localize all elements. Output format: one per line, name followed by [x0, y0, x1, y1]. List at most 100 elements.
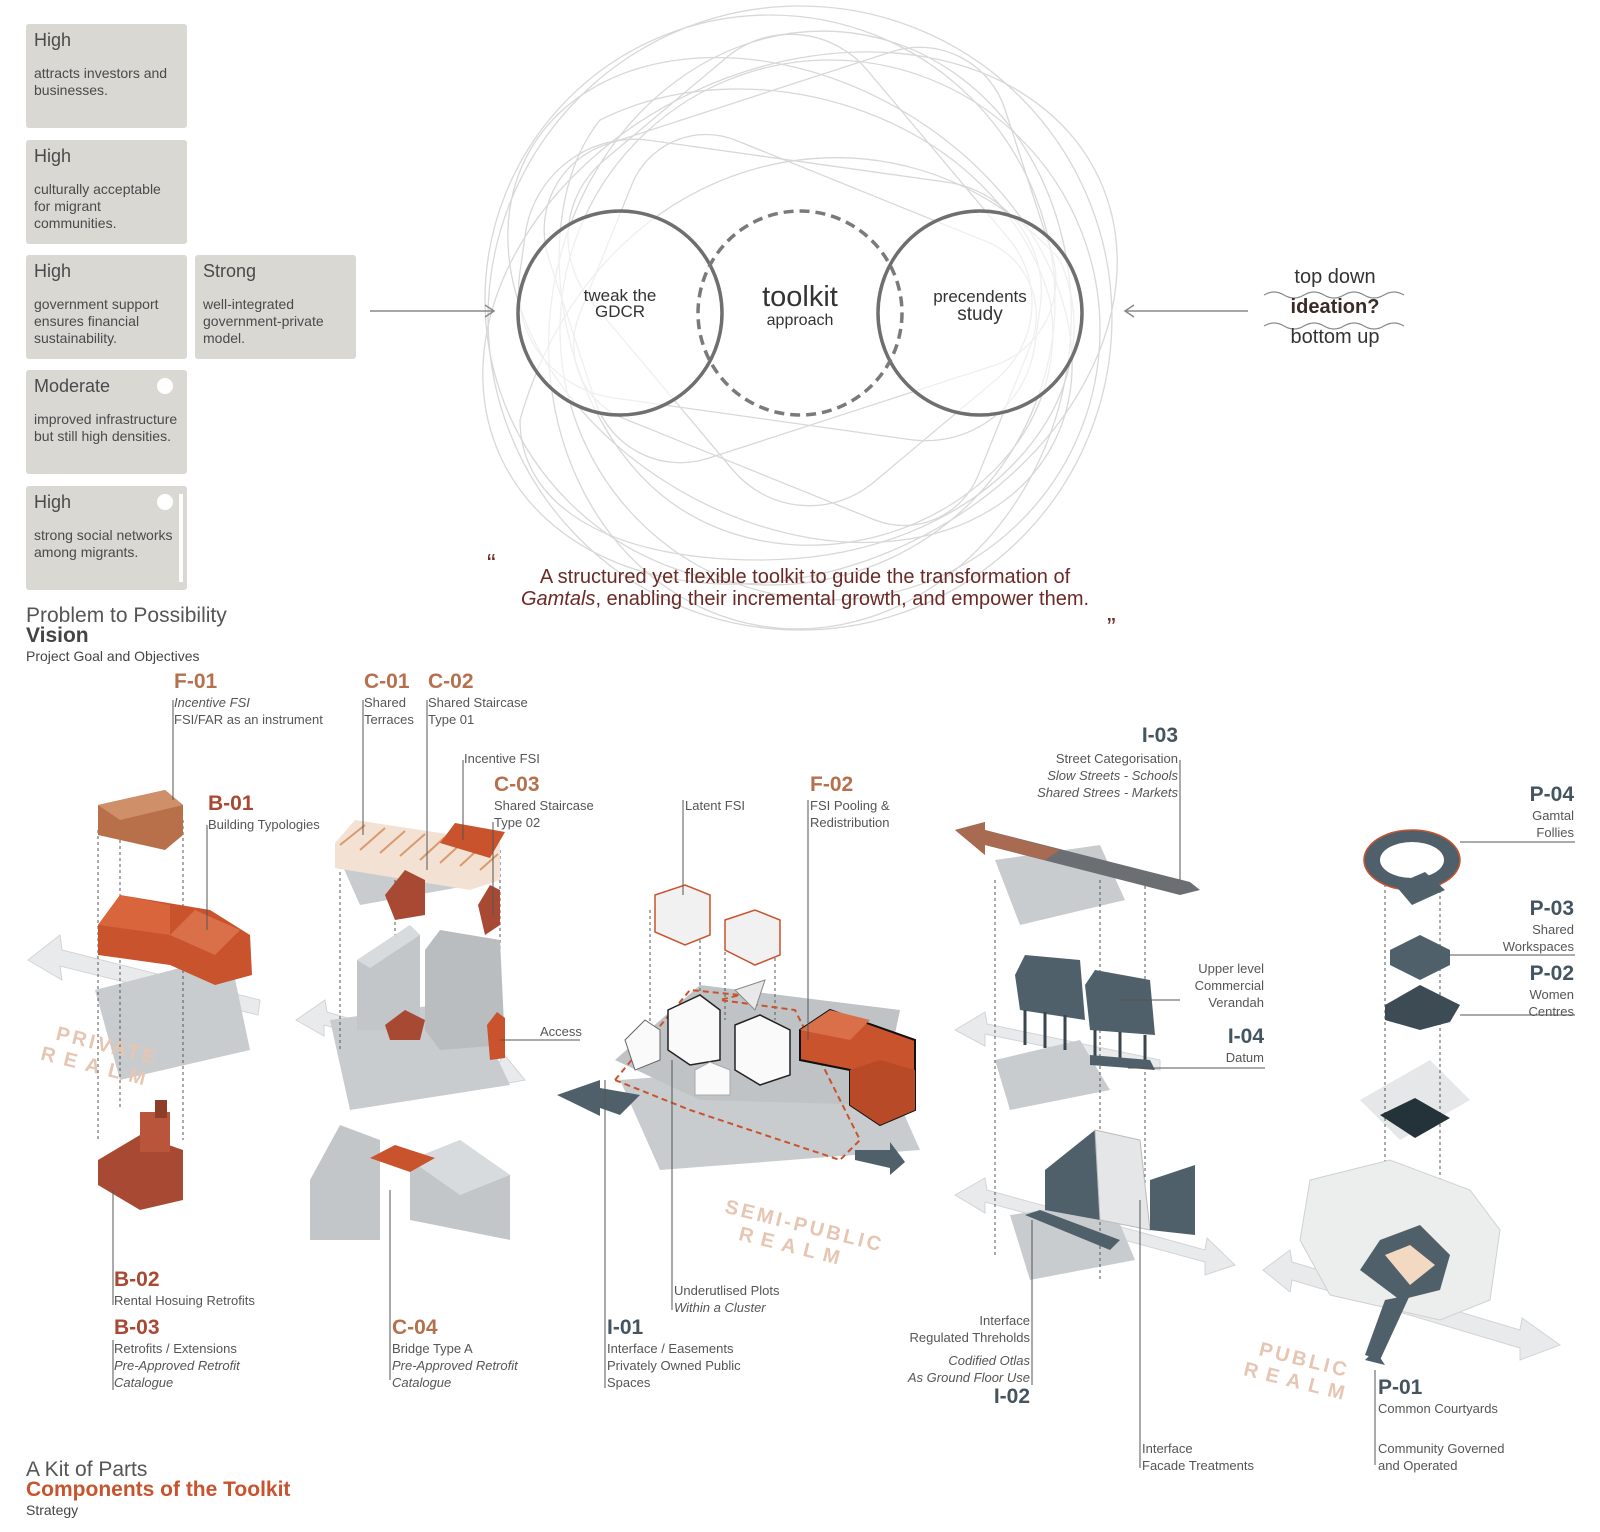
- code-c01: C-01: [364, 670, 410, 693]
- arrow-semi-right: [855, 1142, 905, 1175]
- quote-emphasis: Gamtals: [520, 588, 596, 610]
- card-level: High: [34, 30, 72, 50]
- street-arrow-i03-tan: [955, 822, 1060, 860]
- workspace-block: [1390, 935, 1450, 980]
- white-blocks: [624, 979, 791, 1096]
- card-infrastructure: Moderate improved infrastructure but sti…: [26, 370, 187, 474]
- card-desc: government support ensures financial sus…: [34, 296, 159, 346]
- courtyard-plan: [1380, 1098, 1450, 1138]
- code-f01: F-01: [174, 670, 218, 693]
- arrow-right-head: [1123, 304, 1135, 318]
- cluster-outline: [613, 988, 862, 1162]
- building-f01: [98, 790, 183, 850]
- facade-line2: Facade Treatments: [1142, 1458, 1254, 1473]
- under-line1: Underutlised Plots: [674, 1283, 780, 1298]
- section-kit-sub: Strategy: [26, 1502, 79, 1518]
- orange-pooling-blocks: [799, 1008, 916, 1127]
- code-p03: P-03: [1529, 897, 1574, 920]
- arrow-semi-left: [557, 1080, 640, 1116]
- code-p04: P-04: [1529, 783, 1574, 806]
- code-f02: F-02: [810, 773, 854, 796]
- building-b01: [98, 895, 252, 985]
- label-f01: Incentive FSI FSI/FAR as an instrument: [174, 694, 323, 728]
- f02-line2: Redistribution: [810, 815, 890, 830]
- building-c-grey: [357, 925, 505, 1050]
- c04-line3: Catalogue: [392, 1375, 452, 1390]
- code-c03: C-03: [494, 773, 540, 796]
- code-p01: P-01: [1378, 1376, 1423, 1399]
- i02-line4: As Ground Floor Use: [907, 1370, 1030, 1385]
- i03-line2: Slow Streets - Schools: [1047, 768, 1178, 783]
- toolkit-sub: approach: [766, 312, 834, 329]
- stair-access-a: [385, 1010, 425, 1040]
- i03-line1: Street Categorisation: [1055, 751, 1178, 766]
- i02-line3: Codified Otlas: [948, 1353, 1030, 1368]
- upper-line3: Verandah: [1208, 995, 1264, 1010]
- quote-open-mark: “: [487, 548, 496, 578]
- label-access: Access: [540, 1024, 582, 1039]
- card-level: High: [34, 261, 72, 281]
- card-integration: Strong well-integrated government-privat…: [195, 255, 356, 359]
- precedents-label: precendents study: [920, 287, 1040, 325]
- c03-line1: Shared Staircase: [494, 798, 594, 813]
- label-p01: Common Courtyards: [1378, 1401, 1498, 1416]
- f01-line1: Incentive FSI: [174, 695, 250, 710]
- toolkit-title: toolkit: [762, 281, 838, 313]
- i01-line2: Privately Owned Public: [607, 1358, 741, 1373]
- card-dot: [157, 494, 173, 510]
- section-kit-title: A Kit of Parts: [26, 1458, 148, 1481]
- facade-blocks: [1025, 1129, 1195, 1250]
- p02-line2: Centres: [1528, 1004, 1574, 1019]
- c02-line1: Shared Staircase: [428, 695, 528, 710]
- section-vision-title: Problem to Possibility: [26, 604, 227, 627]
- p03-line2: Workspaces: [1502, 939, 1574, 954]
- card-investors: High attracts investors and businesses.: [26, 24, 187, 128]
- label-latent-fsi: Latent FSI: [685, 798, 745, 813]
- b03-line2: Pre-Approved Retrofit: [114, 1358, 240, 1373]
- facade-line1: Interface: [1142, 1441, 1193, 1456]
- code-i03: I-03: [1141, 724, 1178, 747]
- c04-line2: Pre-Approved Retrofit: [392, 1358, 518, 1373]
- c04-line1: Bridge Type A: [392, 1341, 473, 1356]
- wavy-line-top: [1263, 291, 1405, 299]
- card-desc: culturally acceptable for migrant commun…: [34, 181, 161, 231]
- code-p02: P-02: [1529, 962, 1574, 985]
- ideation-label: ideation?: [1290, 296, 1380, 318]
- f01-line2: FSI/FAR as an instrument: [174, 712, 323, 727]
- precedents-circle: [876, 209, 1084, 417]
- code-b03: B-03: [114, 1316, 160, 1339]
- card-level: High: [34, 492, 72, 512]
- code-i04: I-04: [1227, 1025, 1264, 1048]
- gdcr-label: tweak the GDCR: [560, 286, 680, 321]
- code-i02: I-02: [993, 1385, 1030, 1408]
- card-cultural: High culturally acceptable for migrant c…: [26, 140, 187, 244]
- precedents-line1: precendents: [933, 287, 1027, 306]
- stair-c03: [478, 885, 500, 935]
- gdcr-line2: GDCR: [594, 302, 646, 321]
- gdcr-line1: tweak the: [583, 286, 657, 305]
- section-vision-sub: Project Goal and Objectives: [26, 648, 200, 664]
- p02-line1: Women: [1529, 987, 1574, 1002]
- upper-line2: Commercial: [1194, 978, 1264, 993]
- stair-top: [440, 823, 505, 858]
- label-incentive-fsi: Incentive FSI: [464, 751, 540, 766]
- toolkit-circle: [696, 209, 904, 417]
- c03-line2: Type 02: [494, 815, 541, 830]
- stair-c02: [385, 870, 425, 920]
- vision-quote: A structured yet flexible toolkit to gui…: [495, 566, 1115, 610]
- building-b02: [98, 1100, 183, 1210]
- card-level: Moderate: [34, 376, 111, 396]
- card-level: High: [34, 146, 72, 166]
- top-down-label: top down: [1294, 266, 1376, 288]
- quote-line1: A structured yet flexible toolkit to gui…: [539, 566, 1071, 588]
- card-dot: [157, 378, 173, 394]
- label-b01: Building Typologies: [208, 817, 320, 832]
- b03-line3: Catalogue: [114, 1375, 174, 1390]
